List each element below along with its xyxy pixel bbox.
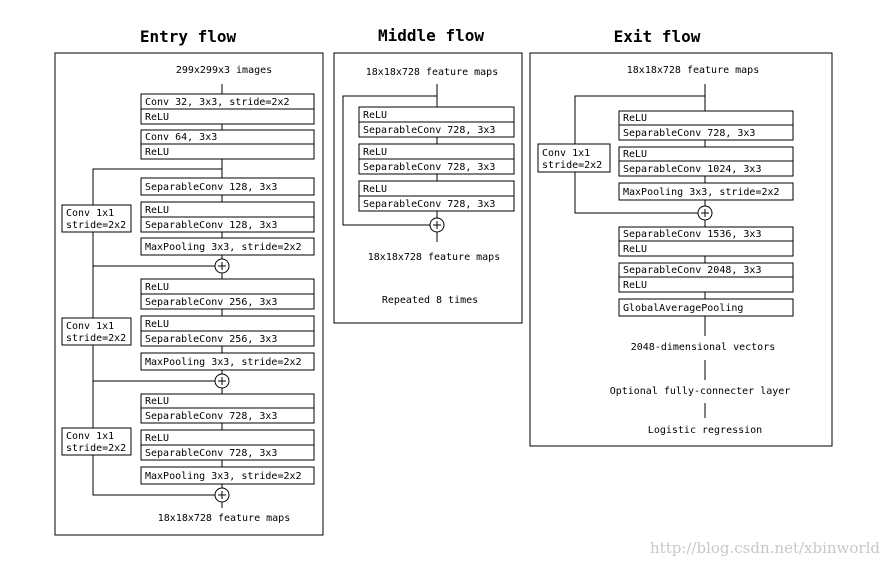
entry-b1-relu-b: ReLU [145,205,169,216]
entry-b2-relu-a: ReLU [145,282,169,293]
middle-input-label: 18x18x728 feature maps [366,67,498,78]
exit-flow-panel: 18x18x728 feature maps Conv 1x1 stride=2… [529,52,833,447]
entry-output-label: 18x18x728 feature maps [158,513,290,524]
exit-sepconv-1024: ReLU SeparableConv 1024, 3x3 [618,146,794,177]
entry-b2-pool-label: MaxPooling 3x3, stride=2x2 [145,357,302,368]
middle-sepconv-1: ReLU SeparableConv 728, 3x3 [358,106,515,138]
entry-block1-sepconv-a: SeparableConv 128, 3x3 [140,177,315,196]
entry-b3-sep-a-label: SeparableConv 728, 3x3 [145,411,277,422]
entry-block1-sepconv-b: ReLU SeparableConv 128, 3x3 [140,201,315,233]
watermark-text: http://blog.csdn.net/xbinworld [650,539,880,557]
middle-l1-relu: ReLU [363,110,387,121]
middle-add-node [429,217,445,233]
exit-global-avg-pool: GlobalAveragePooling [618,298,794,317]
middle-sepconv-3: ReLU SeparableConv 728, 3x3 [358,180,515,212]
exit-skip-line1: Conv 1x1 [542,148,590,159]
entry-conv64-block: Conv 64, 3x3 ReLU [140,129,315,160]
entry-skip1-line2: stride=2x2 [66,220,126,231]
exit-l1-relu: ReLU [623,113,647,124]
entry-conv32-block: Conv 32, 3x3, stride=2x2 ReLU [140,93,315,125]
entry-block3-sepconv-b: ReLU SeparableConv 728, 3x3 [140,429,315,461]
entry-conv64-label: Conv 64, 3x3 [145,132,217,143]
exit-p2-sep: SeparableConv 2048, 3x3 [623,265,761,276]
exit-pool-label: MaxPooling 3x3, stride=2x2 [623,187,780,198]
middle-l2-sep: SeparableConv 728, 3x3 [363,162,495,173]
entry-skip3-line2: stride=2x2 [66,443,126,454]
entry-add-node-3 [214,487,230,503]
entry-skip-conv-1: Conv 1x1 stride=2x2 [61,204,132,233]
entry-skip1-line1: Conv 1x1 [66,208,114,219]
entry-input-label: 299x299x3 images [176,65,272,76]
middle-l3-relu: ReLU [363,184,387,195]
exit-sepconv-2048: SeparableConv 2048, 3x3 ReLU [618,262,794,293]
entry-b3-relu-a: ReLU [145,396,169,407]
entry-add-node-2 [214,373,230,389]
exit-l2-sep: SeparableConv 1024, 3x3 [623,164,761,175]
entry-skip-conv-3: Conv 1x1 stride=2x2 [61,427,132,456]
middle-output-label: 18x18x728 feature maps [368,252,500,263]
entry-b3-sep-b-label: SeparableConv 728, 3x3 [145,448,277,459]
exit-maxpool: MaxPooling 3x3, stride=2x2 [618,182,794,201]
entry-block3-sepconv-a: ReLU SeparableConv 728, 3x3 [140,393,315,424]
entry-b1-sep-b-label: SeparableConv 128, 3x3 [145,220,277,231]
exit-l2-relu: ReLU [623,149,647,160]
exit-p2-relu: ReLU [623,280,647,291]
entry-skip2-line1: Conv 1x1 [66,321,114,332]
entry-skip3-line1: Conv 1x1 [66,431,114,442]
exit-gap-label: GlobalAveragePooling [623,303,743,314]
entry-block3-maxpool: MaxPooling 3x3, stride=2x2 [140,466,315,485]
middle-flow-panel: 18x18x728 feature maps ReLU SeparableCon… [333,52,523,324]
entry-conv32-label: Conv 32, 3x3, stride=2x2 [145,97,290,108]
entry-b2-relu-b: ReLU [145,319,169,330]
entry-flow-panel: 299x299x3 images Conv 32, 3x3, stride=2x… [54,52,324,536]
entry-b2-sep-b-label: SeparableConv 256, 3x3 [145,334,277,345]
entry-block2-maxpool: MaxPooling 3x3, stride=2x2 [140,352,315,371]
exit-p1-relu: ReLU [623,244,647,255]
middle-l2-relu: ReLU [363,147,387,158]
entry-conv32-relu: ReLU [145,112,169,123]
entry-conv64-relu: ReLU [145,147,169,158]
entry-block2-sepconv-b: ReLU SeparableConv 256, 3x3 [140,315,315,347]
middle-flow-title: Middle flow [378,26,484,45]
exit-skip-line2: stride=2x2 [542,160,602,171]
exit-skip-conv: Conv 1x1 stride=2x2 [537,143,611,173]
exit-fc-label: Optional fully-connecter layer [610,386,791,397]
entry-b3-relu-b: ReLU [145,433,169,444]
exit-add-node [697,205,713,221]
middle-l1-sep: SeparableConv 728, 3x3 [363,125,495,136]
exit-vector-label: 2048-dimensional vectors [631,342,776,353]
exit-logreg-label: Logistic regression [648,425,762,436]
entry-flow-title: Entry flow [140,27,237,46]
middle-l3-sep: SeparableConv 728, 3x3 [363,199,495,210]
exit-flow-title: Exit flow [614,27,701,46]
entry-block2-sepconv-a: ReLU SeparableConv 256, 3x3 [140,278,315,310]
entry-b2-sep-a-label: SeparableConv 256, 3x3 [145,297,277,308]
entry-add-node-1 [214,258,230,274]
exit-l1-sep: SeparableConv 728, 3x3 [623,128,755,139]
exit-input-label: 18x18x728 feature maps [627,65,759,76]
exit-p1-sep: SeparableConv 1536, 3x3 [623,229,761,240]
entry-skip2-line2: stride=2x2 [66,333,126,344]
middle-repeat-note: Repeated 8 times [382,295,478,306]
middle-sepconv-2: ReLU SeparableConv 728, 3x3 [358,143,515,175]
entry-b3-pool-label: MaxPooling 3x3, stride=2x2 [145,471,302,482]
entry-block1-maxpool: MaxPooling 3x3, stride=2x2 [140,237,315,256]
exit-sepconv-728: ReLU SeparableConv 728, 3x3 [618,110,794,141]
entry-b1-pool-label: MaxPooling 3x3, stride=2x2 [145,242,302,253]
exit-sepconv-1536: SeparableConv 1536, 3x3 ReLU [618,226,794,257]
entry-skip-conv-2: Conv 1x1 stride=2x2 [61,317,132,346]
entry-b1-sep-a-label: SeparableConv 128, 3x3 [145,182,277,193]
